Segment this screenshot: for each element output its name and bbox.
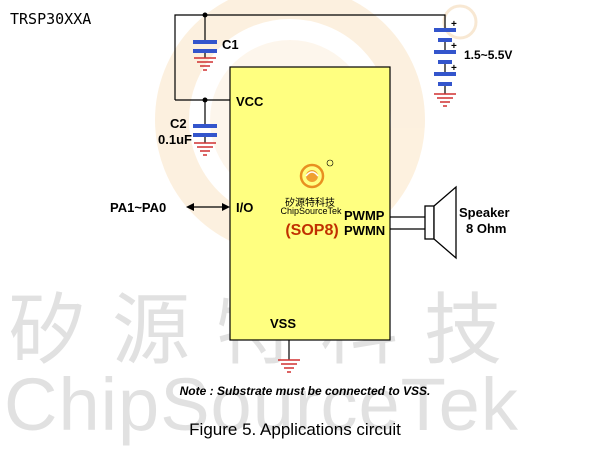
- battery-voltage-label: 1.5~5.5V: [464, 48, 513, 62]
- chip-package-label: (SOP8): [285, 222, 339, 239]
- pin-pwmn-label: PWMN: [344, 223, 386, 238]
- io-bidirectional-arrow: [186, 203, 230, 211]
- pin-io-label: I/O: [236, 200, 254, 215]
- c1-label: C1: [222, 37, 239, 52]
- document-id: TRSP30XXA: [10, 10, 92, 28]
- pin-vss-label: VSS: [270, 316, 297, 331]
- chip-brand-chinese: 矽源特科技: [285, 198, 335, 209]
- battery-plus-label: +: [451, 41, 457, 52]
- capacitor-c1: [193, 40, 217, 58]
- ground-symbol: [194, 57, 216, 71]
- watermark-english: ChipSourceTek: [4, 363, 519, 446]
- chip-brand-english: ChipSourceTek: [280, 206, 342, 216]
- chip-logo-icon: [299, 159, 334, 189]
- ground-symbol: [278, 359, 300, 373]
- figure-caption: Figure 5. Applications circuit: [189, 420, 401, 439]
- ground-symbol: [194, 142, 216, 156]
- ground-symbol: [434, 93, 456, 107]
- capacitor-c2: [193, 124, 217, 143]
- speaker-impedance-label: 8 Ohm: [466, 221, 507, 236]
- substrate-note: Note : Substrate must be connected to VS…: [179, 384, 431, 398]
- battery: [434, 28, 456, 86]
- pin-pwmp-label: PWMP: [344, 208, 385, 223]
- c2-label: C2: [170, 116, 187, 131]
- ic-body: [229, 66, 391, 341]
- wires: [174, 14, 446, 360]
- junction-dot: [202, 97, 208, 103]
- battery-plus-label: +: [451, 63, 457, 74]
- c2-value-label: 0.1uF: [158, 132, 192, 147]
- junction-dot: [202, 12, 208, 18]
- speaker-label: Speaker: [459, 205, 510, 220]
- speaker-icon: [424, 185, 457, 260]
- pin-vcc-label: VCC: [236, 94, 264, 109]
- io-port-label: PA1~PA0: [110, 200, 167, 215]
- battery-plus-label: +: [451, 19, 457, 30]
